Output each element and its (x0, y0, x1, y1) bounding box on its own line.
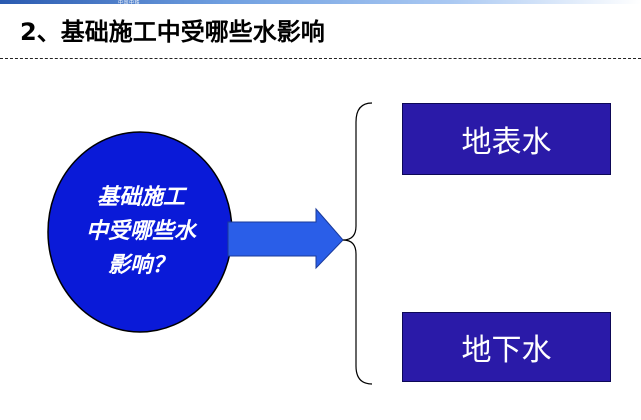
top-banner (0, 0, 641, 4)
curly-brace (342, 102, 373, 385)
title-divider (0, 58, 641, 59)
slide-title: 2、基础施工中受哪些水影响 (20, 18, 325, 46)
question-line-1: 基础施工 (96, 184, 185, 210)
groundwater-label: 地下水 (461, 333, 552, 368)
groundwater-box: 地下水 (402, 312, 611, 382)
banner-logo-text: 中国中铁 (118, 0, 141, 6)
surface-water-box: 地表水 (402, 103, 611, 175)
question-line-2: 中受哪些水 (85, 218, 196, 244)
right-arrow (227, 207, 344, 270)
question-text: 基础施工 中受哪些水 影响？ (56, 180, 226, 282)
question-line-3: 影响？ (107, 252, 174, 278)
surface-water-label: 地表水 (461, 125, 552, 160)
